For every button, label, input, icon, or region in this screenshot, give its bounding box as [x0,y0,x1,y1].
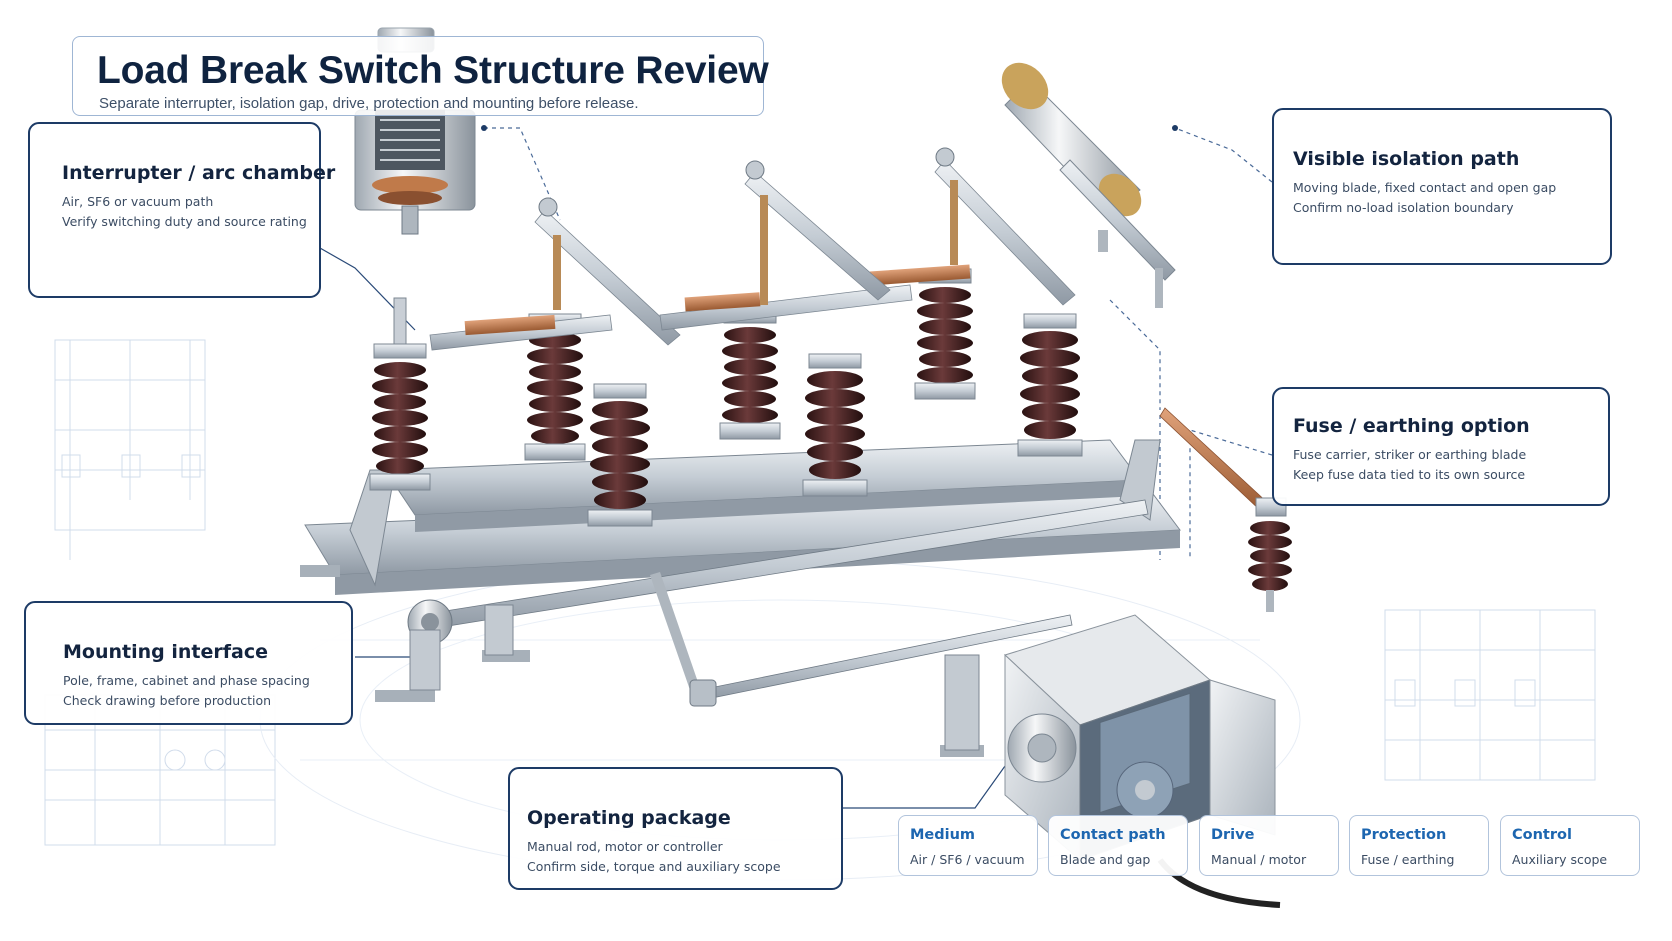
spec-tile-contact-path: Contact path Blade and gap [1048,815,1188,876]
page-title: Load Break Switch Structure Review [97,49,769,92]
callout-line: Keep fuse data tied to its own source [1293,467,1526,482]
callout-line: Confirm no-load isolation boundary [1293,200,1514,215]
callout-title: Mounting interface [63,641,268,663]
callout-title: Fuse / earthing option [1293,415,1530,437]
callout-title: Operating package [527,807,731,829]
tile-value: Blade and gap [1060,852,1151,867]
spec-tile-control: Control Auxiliary scope [1500,815,1640,876]
switch-blades [429,147,1076,351]
callout-line: Check drawing before production [63,693,272,708]
callout-interrupter: Interrupter / arc chamber Air, SF6 or va… [28,122,335,298]
page-subtitle: Separate interrupter, isolation gap, dri… [99,95,639,112]
spec-tile-medium: Medium Air / SF6 / vacuum [898,815,1038,876]
callout-title: Visible isolation path [1293,148,1520,170]
callout-line: Moving blade, fixed contact and open gap [1293,180,1557,195]
callout-line: Confirm side, torque and auxiliary scope [527,859,781,874]
tile-title: Contact path [1060,827,1166,843]
spec-tile-drive: Drive Manual / motor [1199,815,1339,876]
callout-line: Verify switching duty and source rating [62,214,307,229]
callout-line: Air, SF6 or vacuum path [62,194,214,209]
tile-value: Air / SF6 / vacuum [910,852,1025,867]
callout-fuse: Fuse / earthing option Fuse carrier, str… [1272,387,1610,506]
title-panel: Load Break Switch Structure Review Separ… [72,36,769,116]
isolation-assembly [1001,62,1176,308]
callout-line: Fuse carrier, striker or earthing blade [1293,447,1527,462]
fuse-earthing-assembly [1159,407,1292,612]
insulators [369,268,1083,527]
tile-title: Control [1512,827,1572,843]
callout-line: Manual rod, motor or controller [527,839,723,854]
callout-mounting: Mounting interface Pole, frame, cabinet … [24,601,353,725]
operating-shaft [407,499,1149,751]
callout-line: Pole, frame, cabinet and phase spacing [63,673,310,688]
spec-tile-protection: Protection Fuse / earthing [1349,815,1489,876]
callout-isolation: Visible isolation path Moving blade, fix… [1272,108,1612,265]
tile-title: Medium [910,827,976,843]
tile-title: Protection [1361,827,1447,843]
tile-value: Manual / motor [1211,852,1307,867]
tile-value: Auxiliary scope [1512,852,1608,867]
tile-value: Fuse / earthing [1361,852,1455,867]
tile-title: Drive [1211,827,1255,843]
callout-title: Interrupter / arc chamber [62,162,336,184]
callout-operating: Operating package Manual rod, motor or c… [508,767,843,890]
